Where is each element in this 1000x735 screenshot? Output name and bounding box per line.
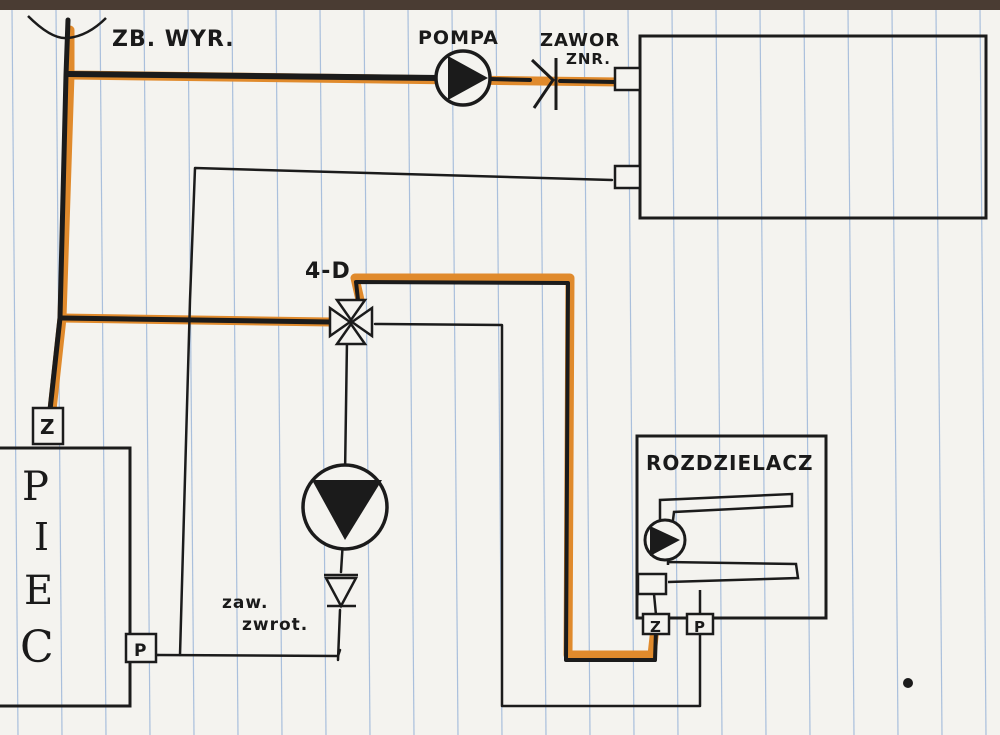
grid-line	[407, 9, 415, 735]
grid-line	[451, 9, 459, 735]
four-way-valve-label: 4-D	[305, 259, 351, 284]
grid-line	[803, 9, 811, 735]
grid-line	[319, 9, 327, 735]
manifold-return-port	[685, 612, 715, 636]
boiler-supply-port	[31, 406, 65, 446]
expansion-tank-label: ZB. WYR.	[112, 27, 235, 52]
four-way-valve-icon	[328, 298, 374, 346]
ink-dot	[903, 678, 913, 688]
grid-line	[715, 9, 723, 735]
boiler-return-port	[124, 632, 158, 664]
grid-line	[275, 9, 283, 735]
radiator-return-port	[613, 164, 642, 190]
grid-line	[627, 9, 635, 735]
grid-line	[671, 9, 679, 735]
boiler-letter-e: E	[24, 568, 53, 614]
grid-line	[583, 9, 591, 735]
radiator-supply-port	[613, 66, 642, 92]
pipework	[47, 17, 702, 708]
return-check-valve-label-line2: zwrot.	[242, 615, 308, 635]
grid-line	[979, 9, 987, 735]
main-pump-label: POMPA	[418, 27, 499, 49]
notebook-grid	[11, 9, 987, 735]
check-valve-znr-label-line2: ZNR.	[566, 50, 611, 68]
boiler-return-port-label: P	[134, 641, 147, 661]
check-valve-znr-icon	[530, 58, 558, 110]
manifold-valve-box	[636, 572, 668, 596]
grid-line	[11, 9, 19, 735]
grid-line	[187, 9, 195, 735]
manifold-supply-port-label: Z	[650, 618, 662, 636]
boiler-supply-port-label: Z	[40, 415, 56, 439]
manifold-icon	[635, 434, 828, 636]
return-check-valve-label-line1: zaw.	[222, 593, 268, 613]
manifold-supply-port	[641, 612, 671, 636]
manifold-return-port-label: P	[694, 618, 706, 636]
mixing-pump-icon	[301, 463, 389, 551]
radiator-icon	[613, 34, 988, 220]
boiler-letter-c: C	[20, 622, 54, 673]
boiler-letter-i: I	[34, 515, 49, 559]
expansion-tank-icon	[27, 15, 107, 40]
return-check-valve-icon	[323, 573, 359, 609]
main-pump-icon	[434, 49, 492, 107]
boiler-letter-p: P	[22, 464, 49, 510]
grid-line	[363, 9, 371, 735]
desk-edge	[0, 0, 1000, 10]
grid-line	[143, 9, 151, 735]
grid-line	[759, 9, 767, 735]
manifold-label: ROZDZIELACZ	[646, 451, 814, 475]
boiler-icon	[0, 406, 158, 708]
grid-line	[935, 9, 943, 735]
check-valve-znr-label-line1: ZAWOR	[540, 30, 620, 51]
grid-line	[231, 9, 239, 735]
grid-line	[99, 9, 107, 735]
grid-line	[847, 9, 855, 735]
grid-line	[891, 9, 899, 735]
grid-line	[539, 9, 547, 735]
